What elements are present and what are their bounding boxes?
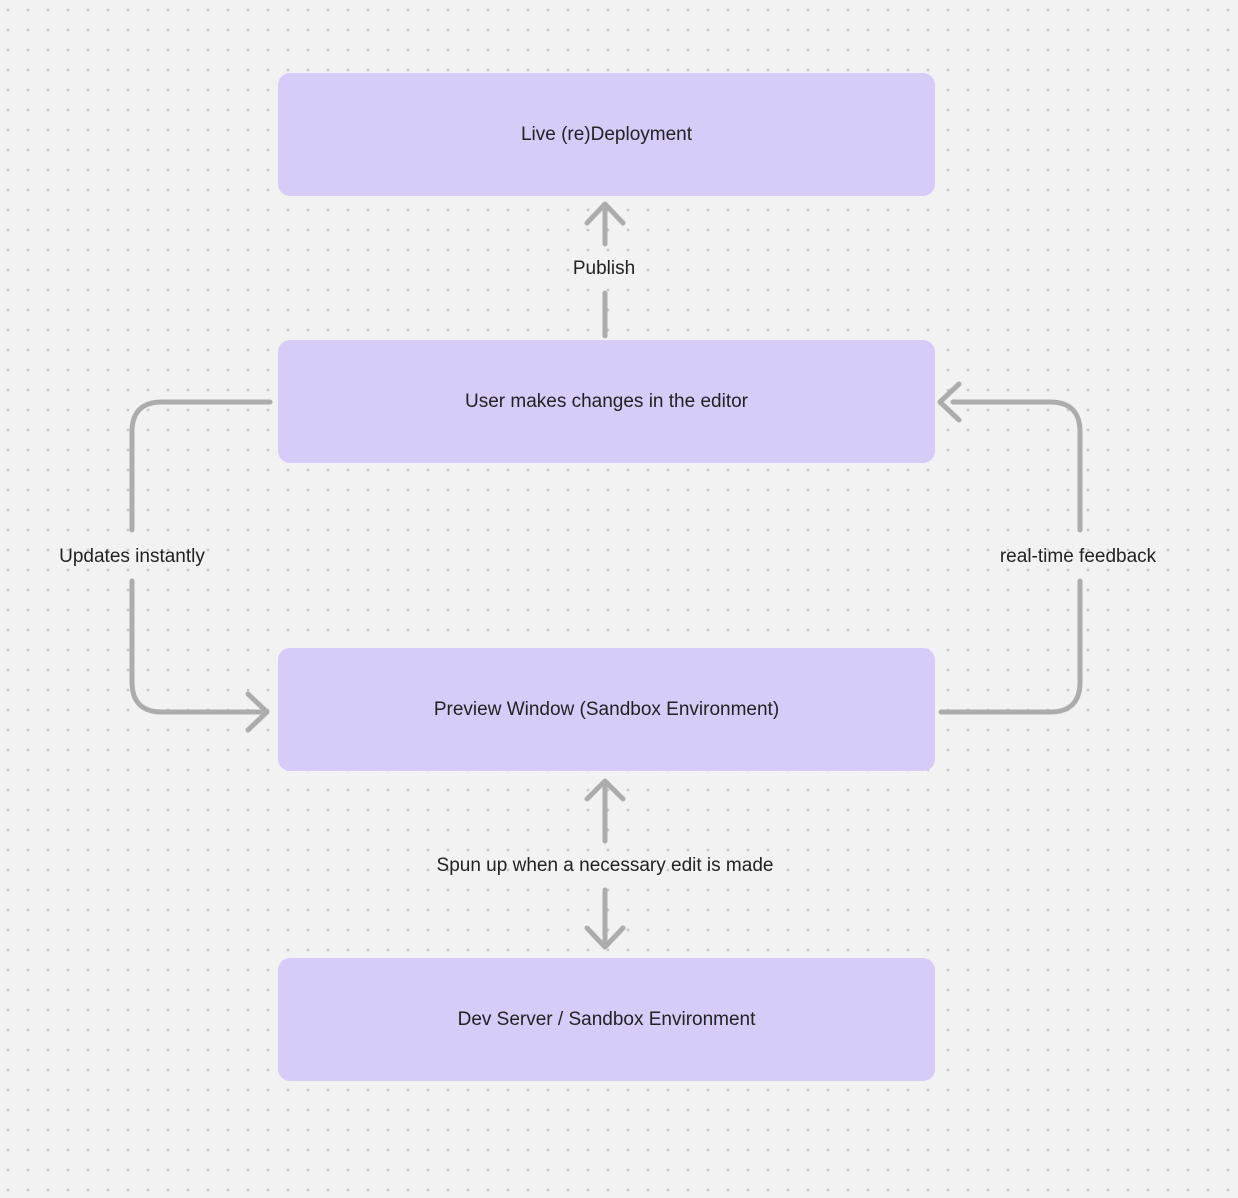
arrow-spun-up [584,778,626,950]
arrow-feedback-head-icon [937,381,962,423]
edge-label-updates-instantly: Updates instantly [59,546,205,567]
arrow-updates-head-icon [245,691,270,733]
node-preview-window: Preview Window (Sandbox Environment) [278,648,935,771]
edge-label-publish: Publish [572,258,636,279]
arrow-spun-up-head-icon [584,778,626,802]
node-preview-window-label: Preview Window (Sandbox Environment) [433,698,780,720]
node-user-editor-label: User makes changes in the editor [464,390,749,412]
arrow-feedback-lower [938,578,1083,715]
arrow-updates-upper [129,399,273,533]
arrow-feedback-upper [950,399,1083,533]
node-dev-server: Dev Server / Sandbox Environment [278,958,935,1081]
edge-label-realtime-feedback: real-time feedback [999,546,1157,567]
arrow-realtime-feedback [937,381,1083,715]
node-live-deployment-label: Live (re)Deployment [520,123,693,145]
arrow-updates-instantly [129,399,273,733]
arrow-publish-head-icon [584,201,626,226]
node-dev-server-label: Dev Server / Sandbox Environment [457,1008,756,1030]
arrow-updates-lower [129,578,263,715]
arrow-publish [584,201,626,339]
edge-label-spun-up: Spun up when a necessary edit is made [436,855,774,876]
arrow-spun-down-head-icon [584,925,626,950]
node-live-deployment: Live (re)Deployment [278,73,935,196]
node-user-editor: User makes changes in the editor [278,340,935,463]
